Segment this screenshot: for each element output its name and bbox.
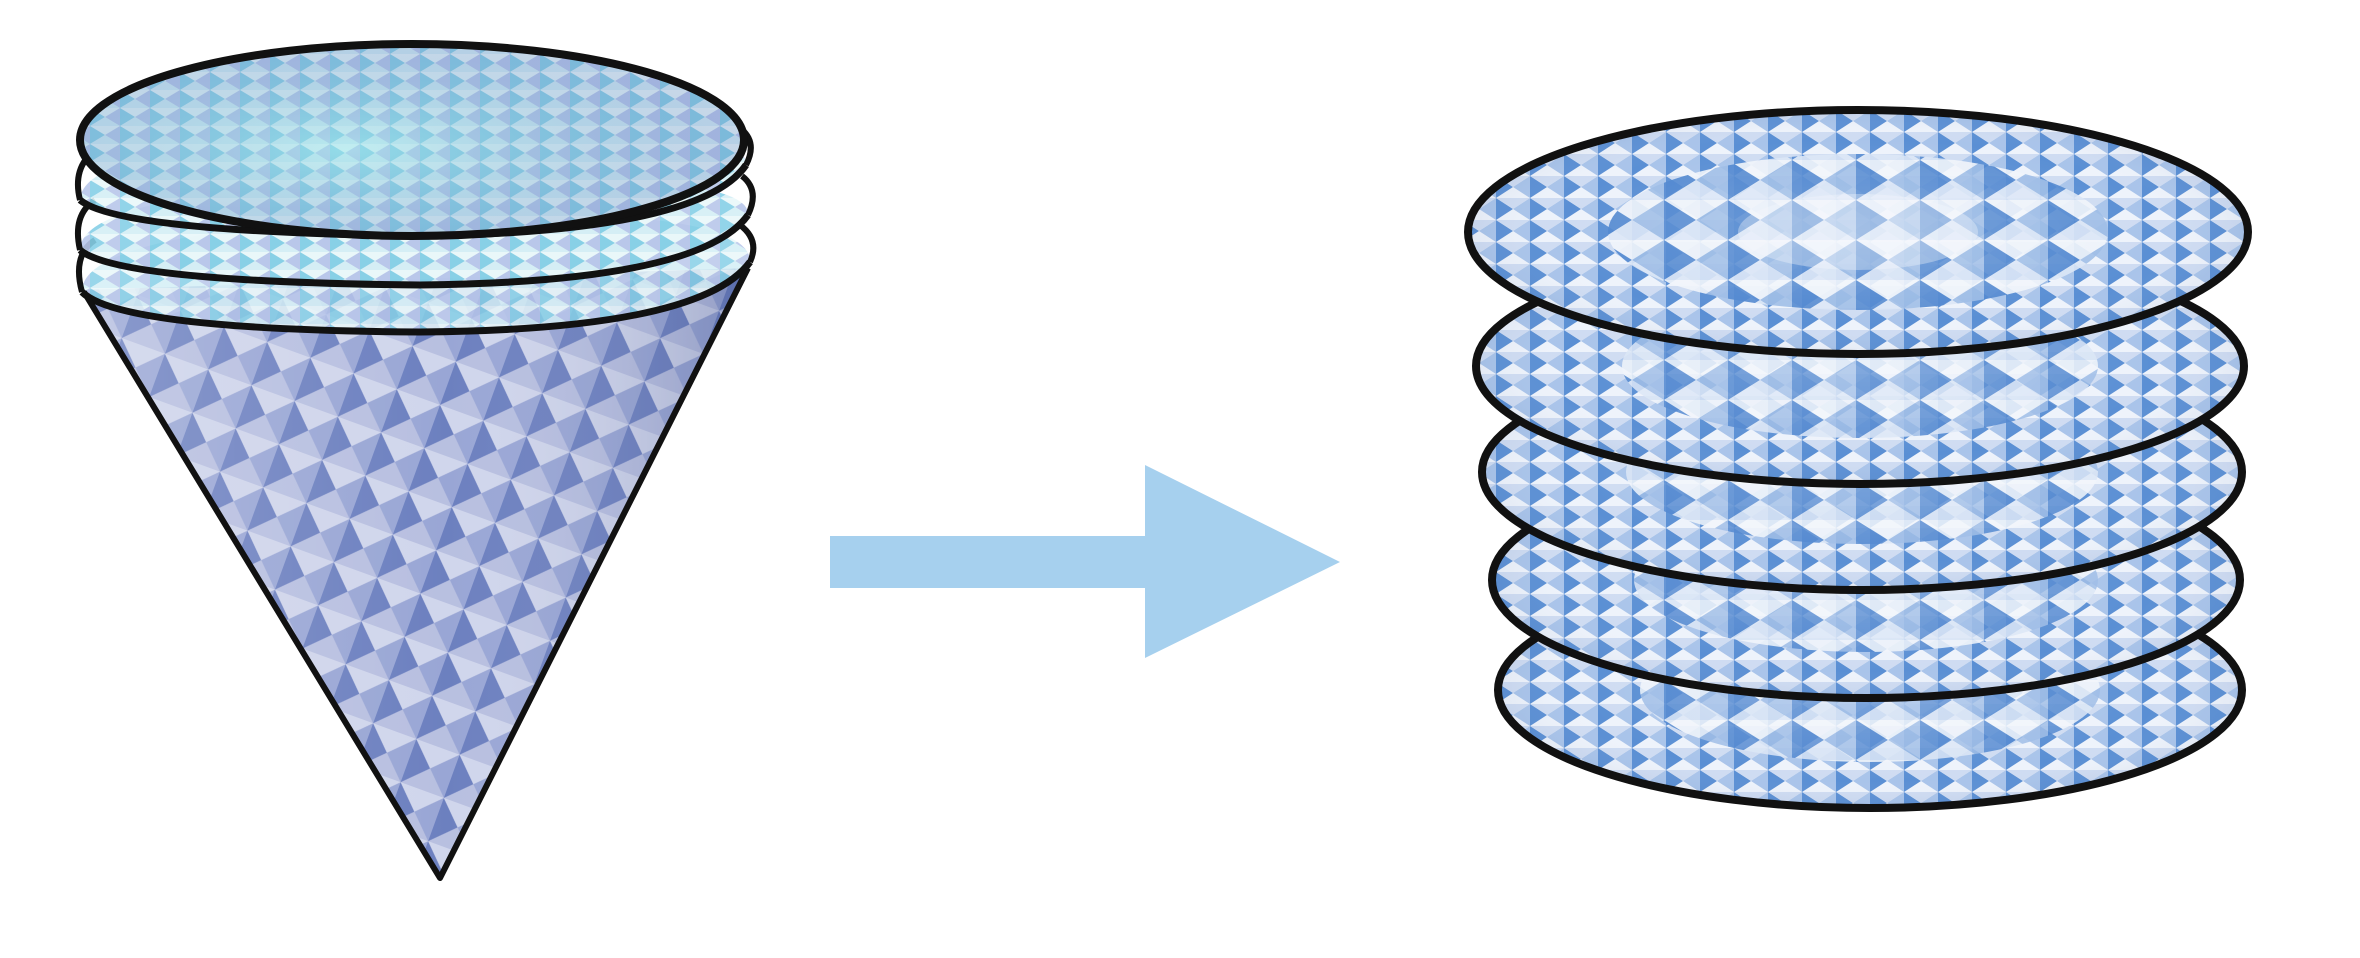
disk-1 xyxy=(1464,106,2252,358)
cone-shell-1 xyxy=(76,40,748,240)
stacked-disks xyxy=(1464,106,2252,812)
right-arrow xyxy=(830,465,1340,658)
nested-cones xyxy=(74,40,757,881)
